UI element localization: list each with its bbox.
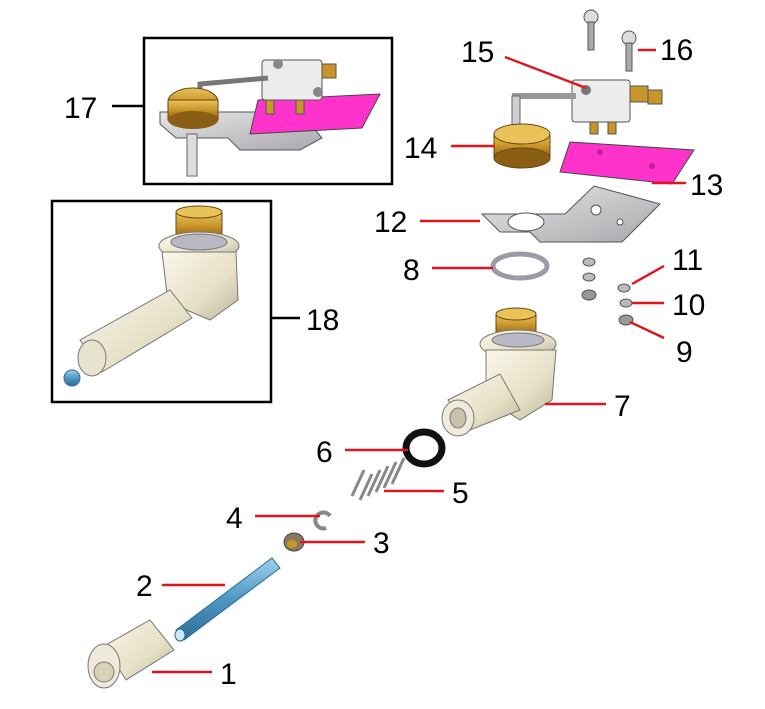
callout-1: 1 xyxy=(220,658,237,691)
callout-7: 7 xyxy=(614,390,631,423)
leader-lines xyxy=(112,48,686,674)
callout-10: 10 xyxy=(672,289,705,322)
part-o-ring xyxy=(490,251,550,281)
part-e-clip xyxy=(313,510,332,531)
callout-17: 17 xyxy=(64,92,97,125)
callout-3: 3 xyxy=(373,527,390,560)
callout-18: 18 xyxy=(306,304,339,337)
callout-labels: 1 2 3 4 5 6 7 8 9 10 11 12 13 14 15 16 1… xyxy=(64,34,723,691)
part-washers-nuts xyxy=(581,257,634,326)
callout-8: 8 xyxy=(403,254,420,287)
part-seal-ring xyxy=(402,428,446,468)
callout-16: 16 xyxy=(660,34,693,67)
callout-4: 4 xyxy=(226,502,243,535)
callout-12: 12 xyxy=(374,206,407,239)
part-spring xyxy=(350,457,406,501)
callout-11: 11 xyxy=(672,244,703,277)
part-insulator-sheet xyxy=(559,141,695,185)
part-bushing xyxy=(283,532,305,552)
inset-assembled-switch xyxy=(142,36,394,186)
part-brass-nut xyxy=(493,123,551,169)
callout-14: 14 xyxy=(404,132,437,165)
part-cap-nut xyxy=(87,619,175,689)
callout-6: 6 xyxy=(316,436,333,469)
inset-assembled-valve-body xyxy=(50,199,273,404)
callout-15: 15 xyxy=(461,36,494,69)
callout-13: 13 xyxy=(690,169,723,202)
callout-9: 9 xyxy=(676,336,693,369)
part-shaft xyxy=(174,557,281,642)
callout-2: 2 xyxy=(136,570,153,603)
callout-5: 5 xyxy=(452,477,469,510)
part-screws xyxy=(583,9,637,72)
part-valve-body xyxy=(441,307,557,437)
part-mounting-plate xyxy=(480,185,661,243)
